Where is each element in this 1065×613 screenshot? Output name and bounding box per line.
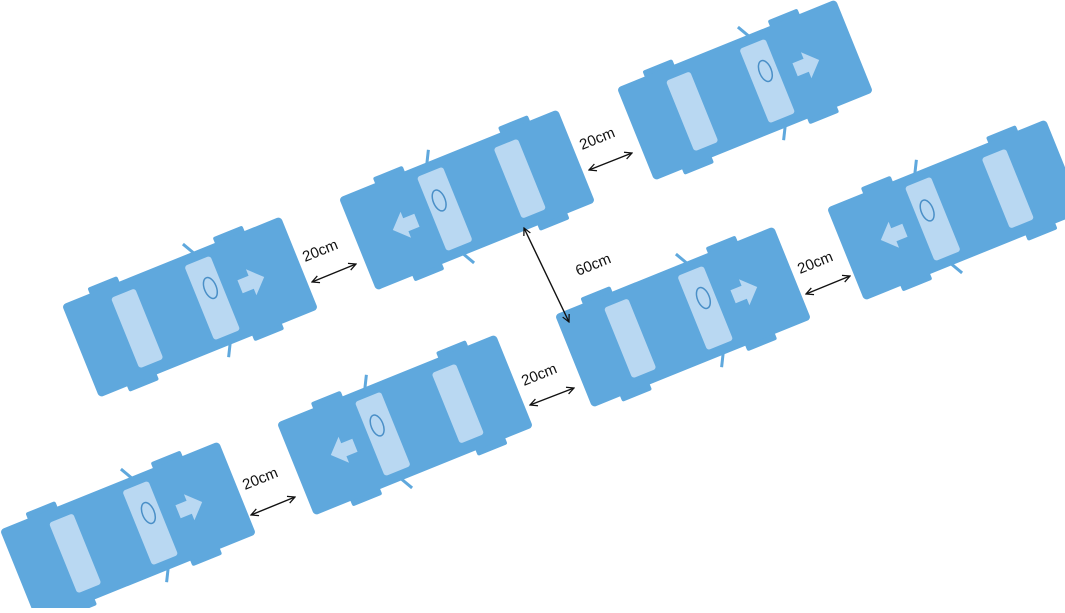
car-4-body-group xyxy=(556,227,810,407)
mirror xyxy=(227,342,232,358)
car-body xyxy=(63,217,317,397)
wheel xyxy=(311,391,343,410)
rear-window xyxy=(982,149,1034,228)
wheel xyxy=(373,166,405,185)
steering-wheel xyxy=(369,414,385,437)
rear-window xyxy=(494,139,546,218)
car-body xyxy=(828,120,1065,300)
steering-wheel xyxy=(431,189,447,212)
mirror xyxy=(720,352,725,368)
car-3-body-group xyxy=(618,0,872,180)
wheel xyxy=(706,236,738,255)
wheel xyxy=(498,115,531,134)
mirror xyxy=(399,477,414,490)
wheel xyxy=(252,322,284,341)
car-7-body-group xyxy=(1,442,255,613)
direction-arrow-icon xyxy=(330,436,358,463)
car-1 xyxy=(63,217,317,397)
mirror xyxy=(913,159,918,175)
gap-label-3: 20cm xyxy=(795,248,835,278)
gap-arrow-4 xyxy=(530,388,574,405)
wheel xyxy=(643,59,675,78)
car-body xyxy=(1,442,255,613)
gap-arrow-1 xyxy=(312,264,356,282)
wheel xyxy=(768,9,800,28)
mirror xyxy=(119,467,134,480)
rear-window xyxy=(432,364,484,443)
gap-label-5: 20cm xyxy=(240,464,280,494)
mirror xyxy=(782,125,787,141)
direction-arrow-icon xyxy=(880,221,908,248)
gap-arrow-3 xyxy=(806,276,850,294)
gap-label-1: 20cm xyxy=(300,236,340,266)
car-5-body-group xyxy=(828,120,1065,300)
wheel xyxy=(213,226,245,245)
car-5 xyxy=(828,120,1065,300)
steering-wheel xyxy=(695,286,712,310)
mirror xyxy=(181,242,196,255)
wheel xyxy=(900,272,932,291)
wheel xyxy=(861,176,893,195)
arrows-layer xyxy=(251,153,850,515)
mirror xyxy=(165,567,170,583)
car-body xyxy=(278,335,532,515)
car-6 xyxy=(278,335,532,515)
direction-arrow-icon xyxy=(730,279,758,306)
car-4 xyxy=(556,227,810,407)
car-3 xyxy=(618,0,872,180)
wheel xyxy=(26,501,58,520)
wheel xyxy=(581,286,613,305)
mirror xyxy=(425,149,430,165)
car-2 xyxy=(340,110,594,290)
steering-wheel xyxy=(140,501,157,525)
rear-window xyxy=(111,289,163,368)
steering-wheel xyxy=(919,199,935,222)
car-body xyxy=(618,0,872,180)
wheel xyxy=(1025,222,1057,241)
rear-window xyxy=(49,514,101,593)
wheel xyxy=(151,451,183,470)
car-6-body-group xyxy=(278,335,532,515)
row-gap-label: 60cm xyxy=(573,250,613,280)
car-2-body-group xyxy=(340,110,594,290)
wheel xyxy=(619,383,652,402)
gap-label-2: 20cm xyxy=(577,124,617,154)
wheel xyxy=(745,332,777,351)
gap-label-4: 20cm xyxy=(519,360,559,390)
direction-arrow-icon xyxy=(792,52,820,79)
rear-window xyxy=(604,299,656,378)
wheel xyxy=(350,487,382,506)
rear-window xyxy=(666,72,718,151)
wheel xyxy=(412,262,444,281)
mirror xyxy=(674,252,689,265)
car-body xyxy=(340,110,594,290)
direction-arrow-icon xyxy=(392,211,420,238)
row-gap-arrow xyxy=(524,228,569,322)
direction-arrow-icon xyxy=(175,494,203,521)
wheel xyxy=(475,437,507,456)
wheel xyxy=(807,105,839,124)
wheel xyxy=(190,547,222,566)
wheel xyxy=(537,212,569,231)
mirror xyxy=(736,25,751,38)
mirror xyxy=(461,252,476,265)
car-body xyxy=(556,227,810,407)
steering-wheel xyxy=(202,276,219,300)
car-7 xyxy=(1,442,255,613)
wheel xyxy=(681,156,714,175)
car-1-body-group xyxy=(63,217,317,397)
direction-arrow-icon xyxy=(237,269,265,296)
wheel xyxy=(88,276,120,295)
mirror xyxy=(363,374,368,390)
wheel xyxy=(436,340,469,359)
gap-arrow-2 xyxy=(589,153,632,170)
wheel xyxy=(986,125,1019,144)
wheel xyxy=(126,373,159,392)
gap-arrow-5 xyxy=(251,497,295,515)
steering-wheel xyxy=(757,59,774,83)
mirror xyxy=(949,262,964,275)
